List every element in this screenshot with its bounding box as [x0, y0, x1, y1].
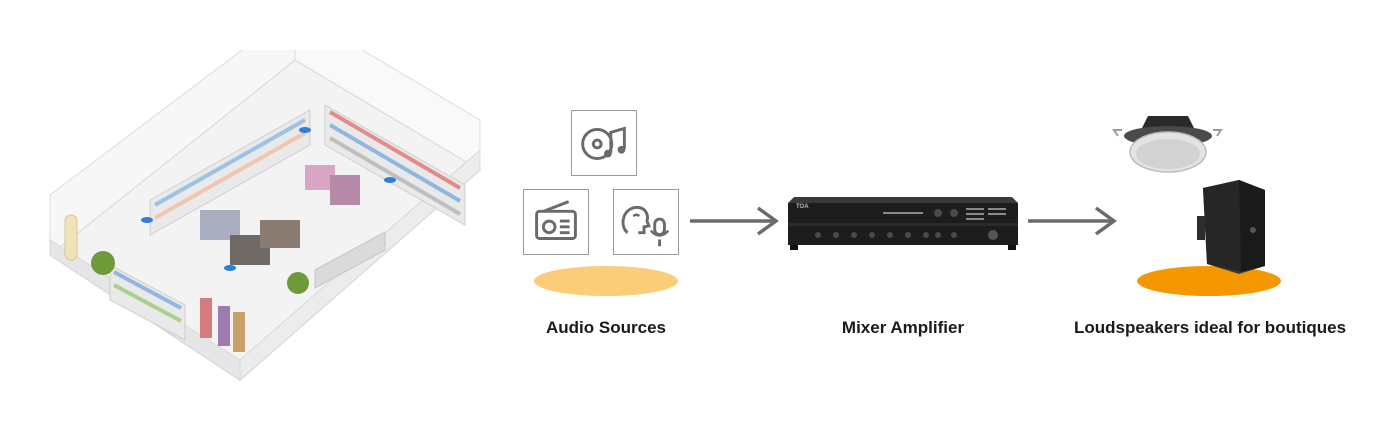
arrow-right-icon: [1028, 206, 1117, 236]
wall-speaker-icon: [1197, 180, 1265, 274]
cd-music-icon: [571, 110, 637, 176]
clothing-racks: [200, 165, 360, 265]
mixer-brand-logo: TOA: [796, 204, 809, 210]
shelf-front-left: [109, 264, 186, 341]
radio-icon: [523, 189, 589, 255]
mixer-amplifier-device: TOA: [788, 193, 1018, 251]
audio-sources-label: Audio Sources: [546, 318, 666, 337]
arrow-right-icon: [690, 206, 779, 236]
mixer-amplifier-label: Mixer Amplifier: [841, 318, 965, 337]
voice-microphone-icon: [613, 189, 679, 255]
audio-sources-base: [534, 266, 678, 296]
ceiling-speaker-icon: [1112, 116, 1223, 173]
shelf-back-left: [149, 109, 311, 236]
loudspeakers-label: Loudspeakers ideal for boutiques: [1073, 318, 1347, 337]
shelf-back-right: [324, 104, 466, 226]
loudspeakers-base: [1137, 266, 1281, 296]
boutique-store-illustration: [48, 50, 482, 382]
